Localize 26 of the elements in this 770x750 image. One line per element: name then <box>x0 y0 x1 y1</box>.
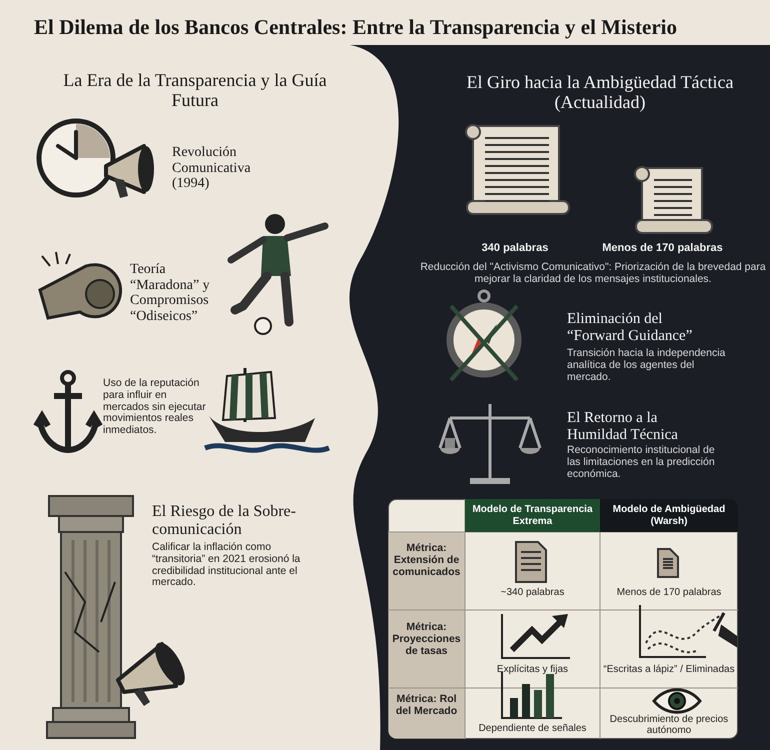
item-heading: El Retorno a la Humildad Técnica <box>567 410 679 444</box>
body-text: Transición hacia la independencia analítica de los agentes del mercado. <box>567 348 726 384</box>
column-header: Modelo de Transparencia Extrema <box>465 499 600 532</box>
cell-text: Dependiente de señales <box>478 723 588 734</box>
body-text: Reconocimiento institucional de las limitaciones en la predicción económica. <box>567 445 716 480</box>
body-text: Reducción del "Activismo Comunicativo": Priorización de la brevedad para mejorar la claridad de los mensajes institucionales. <box>419 262 767 286</box>
item-heading: Teoría “Maradona” y Compromisos “Odiseicos” <box>130 262 211 325</box>
cell-text: Descubrimiento de precios autónomo <box>608 714 730 736</box>
cell-text: ~340 palabras <box>500 587 566 598</box>
item-heading: Revolución Comunicativa (1994) <box>172 145 252 192</box>
cell-text: Menos de 170 palabras <box>616 587 722 598</box>
section-heading: La Era de la Transparencia y la Guía Futura <box>62 70 328 110</box>
row-header: Métrica: Proyecciones de tasas <box>391 622 462 658</box>
row-header: Métrica: Rol del Mercado <box>394 694 458 718</box>
row-header: Métrica: Extensión de comunicados <box>392 543 462 578</box>
body-text: Uso de la reputación para influir en mercados sin ejecutar movimientos reales inmediatos. <box>103 378 207 437</box>
column-header: Modelo de Ambigüedad (Warsh) <box>600 499 738 532</box>
caption: Menos de 170 palabras <box>601 242 724 254</box>
section-heading: El Giro hacia la Ambigüedad Táctica (Actualidad) <box>465 72 735 112</box>
item-heading: El Riesgo de la Sobre-comunicación <box>152 503 297 539</box>
item-heading: Eliminación del “Forward Guidance” <box>567 311 694 345</box>
cell-text: “Escritas a lápiz” / Eliminadas <box>602 664 736 676</box>
caption: 340 palabras <box>480 242 550 254</box>
title: El Dilema de los Bancos Centrales: Entre la Transparencia y el Misterio <box>34 16 678 40</box>
cell-text: Explícitas y fijas <box>496 664 570 676</box>
body-text: Calificar la inflación como “transitoria” en 2021 erosionó la credibilidad institucional ante el mercado. <box>152 542 302 589</box>
